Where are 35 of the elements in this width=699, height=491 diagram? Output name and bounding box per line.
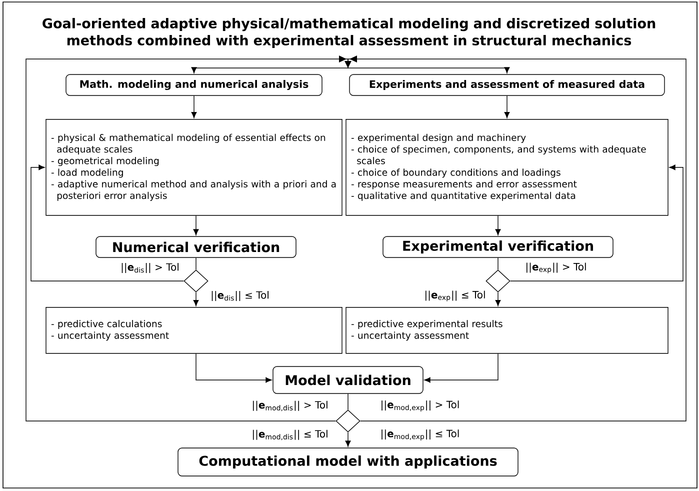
process-box: Experimental verification	[382, 236, 614, 258]
arrow	[345, 432, 351, 447]
arrow	[495, 215, 501, 236]
arrow	[348, 56, 686, 422]
decision-diamond	[184, 270, 208, 292]
arrow	[193, 215, 199, 236]
list-box: - physical & mathematical modeling of essential effects on adequate scales - geometrical modeling - load modeling - adaptive numerical method and analysis with a priori and a posteriori error analysis	[46, 119, 342, 216]
arrow	[504, 96, 510, 118]
edge-label: ||e$_{dis}$|| > Tol	[120, 262, 180, 274]
list-box: - experimental design and machinery - choice of specimen, components, and systems with adequate scales - choice of boundary conditions and loadings - response measurements and error assessment - qualitative and quantitative experimental data	[346, 119, 668, 216]
process-box: Computational model with applications	[178, 448, 518, 476]
arrow	[196, 353, 272, 383]
arrow	[510, 164, 684, 282]
edge-label: ||e$_{exp}$|| ≤ Tol	[423, 290, 487, 302]
condition-label: ||e$_{mod,dis}$|| ≤ Tol	[250, 428, 330, 442]
edge-label: ||e$_{mod,dis}$|| > Tol	[250, 400, 330, 412]
arrow	[191, 96, 197, 118]
arrow	[424, 353, 498, 383]
process-box: Numerical verification	[96, 236, 296, 258]
edge-label: ||e$_{dis}$|| ≤ Tol	[210, 290, 270, 302]
decision-diamond	[336, 410, 360, 432]
arrow	[26, 56, 352, 422]
arrow	[30, 164, 184, 282]
condition-label: ||e$_{mod,exp}$|| ≤ Tol	[379, 428, 461, 442]
heading-box: Experiments and assessment of measured data	[349, 74, 665, 96]
list-box: - predictive calculations - uncertainty assessment	[46, 307, 342, 354]
arrow	[193, 292, 199, 306]
decision-diamond	[486, 270, 510, 292]
arrow	[495, 292, 501, 306]
edge-label: ||e$_{mod,exp}$|| > Tol	[379, 400, 461, 412]
edge-label: ||e$_{exp}$|| > Tol	[524, 262, 588, 274]
heading-box: Math. modeling and numerical analysis	[66, 74, 322, 96]
list-box: - predictive experimental results - uncertainty assessment	[346, 307, 668, 354]
title: Goal-oriented adaptive physical/mathematical modeling and discretized solution methods combined with experimental assessment in structural mechanics	[42, 18, 656, 48]
process-box: Model validation	[272, 366, 424, 394]
